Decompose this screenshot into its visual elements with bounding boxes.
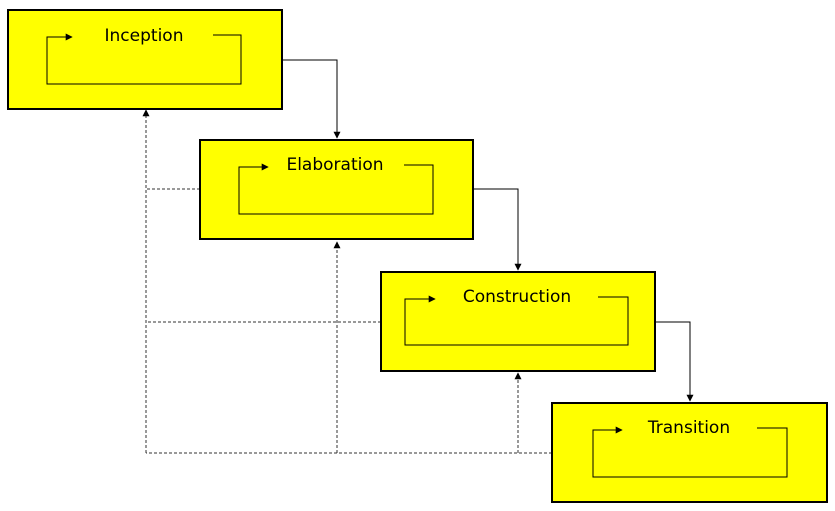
phase-inception[interactable]: Inception xyxy=(7,9,283,110)
phase-transition[interactable]: Transition xyxy=(551,402,828,503)
phase-box xyxy=(199,139,474,240)
flow-construction-to-transition xyxy=(655,321,694,402)
phase-label: Construction xyxy=(463,287,571,307)
phase-box xyxy=(380,271,656,372)
phase-construction[interactable]: Construction xyxy=(380,271,656,372)
iteration-loop-icon xyxy=(46,33,242,85)
phase-label: Elaboration xyxy=(286,155,383,175)
phase-elaboration[interactable]: Elaboration xyxy=(199,139,474,240)
phase-label: Transition xyxy=(647,418,730,438)
iteration-loop-icon xyxy=(238,163,434,215)
forward-links xyxy=(282,59,694,402)
flow-inception-to-elaboration xyxy=(282,59,341,139)
phase-box xyxy=(551,402,828,503)
flow-elaboration-to-construction xyxy=(473,188,522,271)
iteration-loop-icon xyxy=(404,295,629,346)
iteration-loop-icon xyxy=(592,426,788,478)
phase-label: Inception xyxy=(105,26,184,46)
feedback-links xyxy=(142,109,552,454)
phase-box xyxy=(7,9,283,110)
